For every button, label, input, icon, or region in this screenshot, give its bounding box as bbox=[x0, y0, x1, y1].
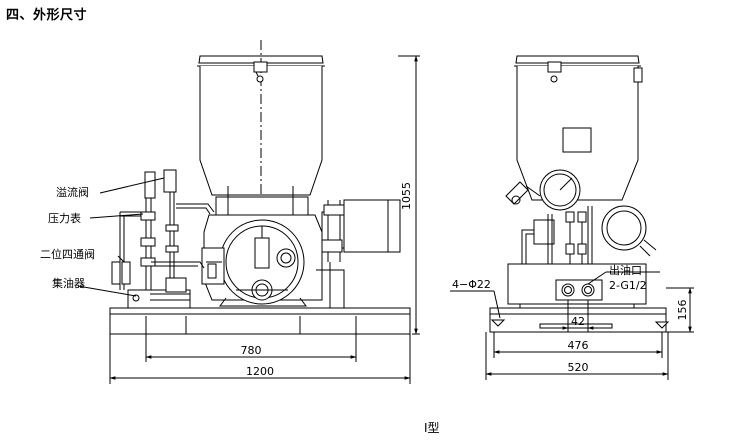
callout-two-position-valve: 二位四通阀 bbox=[40, 247, 95, 261]
dim-outlet-spacing: 42 bbox=[571, 315, 585, 328]
dim-base-inner: 780 bbox=[241, 344, 262, 357]
lid-latch bbox=[253, 61, 268, 73]
dim-side-total: 520 bbox=[568, 361, 589, 374]
relief-valve bbox=[163, 169, 177, 193]
dim-base-total: 1200 bbox=[246, 365, 274, 378]
callout-holes: 4−Φ22 bbox=[452, 278, 491, 291]
callout-pressure-gauge: 压力表 bbox=[48, 211, 81, 225]
dim-side-inner: 476 bbox=[568, 339, 589, 352]
pump-body bbox=[215, 196, 309, 216]
side-motor bbox=[601, 205, 647, 251]
front-view bbox=[77, 40, 420, 384]
oil-collector bbox=[127, 289, 191, 309]
outlet-port-left bbox=[561, 283, 575, 297]
side-label-plate bbox=[562, 127, 592, 153]
outlet-port-right bbox=[581, 283, 595, 297]
section-title: 四、外形尺寸 bbox=[6, 8, 88, 23]
callout-oil-collector: 集油器 bbox=[52, 276, 85, 290]
pressure-gauge-fitting bbox=[140, 211, 156, 221]
front-base-plate bbox=[109, 307, 411, 335]
figure-caption: Ⅰ型 bbox=[424, 421, 440, 435]
two-position-valve bbox=[111, 261, 121, 285]
side-view bbox=[450, 55, 694, 380]
callout-outlet-thread: 2-G1/2 bbox=[609, 279, 647, 292]
callout-relief-valve: 溢流阀 bbox=[56, 185, 89, 199]
callout-outlet: 出油口 bbox=[609, 263, 642, 277]
dim-height: 1055 bbox=[400, 182, 413, 210]
dim-side-height: 156 bbox=[676, 300, 689, 321]
motor bbox=[343, 199, 389, 253]
